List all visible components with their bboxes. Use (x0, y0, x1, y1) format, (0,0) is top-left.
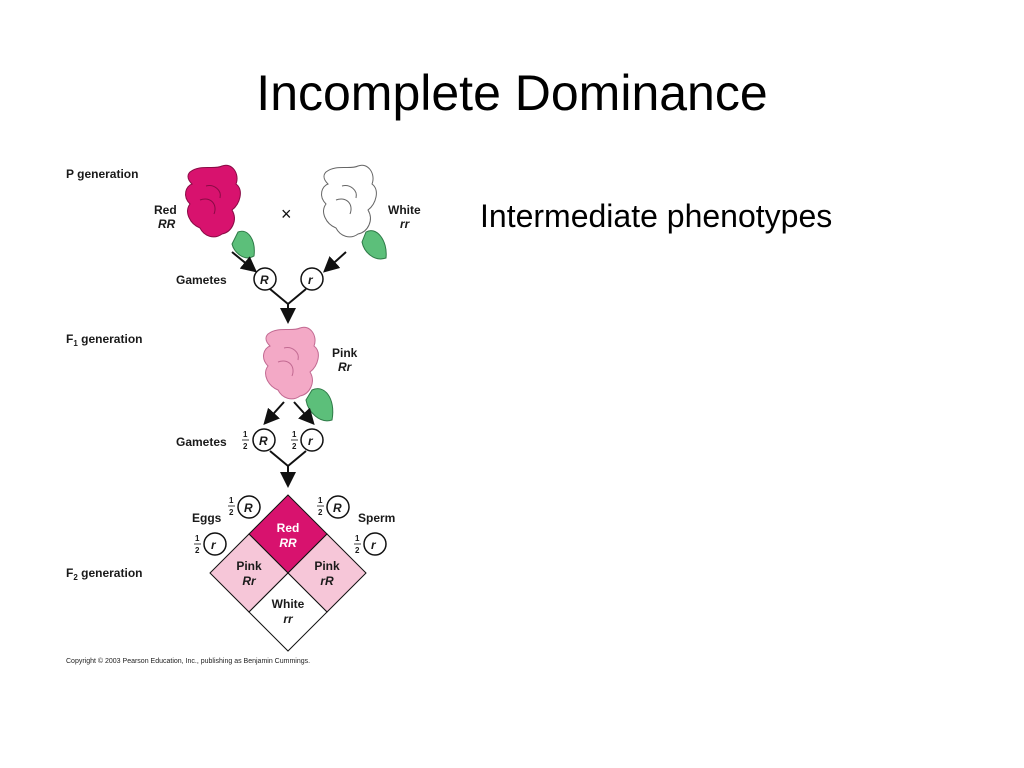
eggs-label: Eggs (192, 511, 222, 525)
half-den-sperm-r: 2 (355, 546, 360, 555)
f1-gamete-r: r (308, 434, 314, 448)
half-den-sperm-R: 2 (318, 508, 323, 517)
half-num-eggs-R: 1 (229, 496, 234, 505)
punnett-right-genotype: rR (320, 574, 334, 588)
egg-r: r (211, 538, 217, 552)
punnett-top-phenotype: Red (277, 521, 300, 535)
punnett-bottom-genotype: rr (283, 612, 294, 626)
f1-gamete-circle-R (252, 428, 276, 452)
half-den-eggs-r: 2 (195, 546, 200, 555)
red-genotype: RR (158, 217, 176, 231)
pink-label: Pink (332, 346, 358, 360)
gametes-label-1: Gametes (176, 273, 227, 287)
copyright-text: Copyright © 2003 Pearson Education, Inc.… (66, 657, 310, 665)
f1-generation-label: F1 generation (66, 332, 142, 348)
pink-flower-icon (263, 326, 334, 422)
sperm-label: Sperm (358, 511, 395, 525)
f1-gamete-circle-r (300, 428, 324, 452)
half-num-eggs-r: 1 (195, 534, 200, 543)
half-num-1: 1 (243, 430, 248, 439)
gamete-r: r (308, 273, 314, 287)
half-num-sperm-r: 1 (355, 534, 360, 543)
half-num-sperm-R: 1 (318, 496, 323, 505)
arrow-red-to-gamete (231, 251, 258, 273)
join-arrow-f2 (269, 450, 307, 484)
punnett-bottom-phenotype: White (272, 597, 305, 611)
gamete-circle-R (253, 267, 277, 291)
red-flower-icon (185, 164, 255, 259)
arrow-f1-to-gamete-r (293, 401, 315, 425)
white-flower-icon (321, 164, 387, 260)
white-label: White (388, 203, 421, 217)
half-den-1: 2 (243, 442, 248, 451)
punnett-cell-white (248, 572, 328, 652)
gametes-label-2: Gametes (176, 435, 227, 449)
sperm-circle-r (363, 532, 387, 556)
half-den-eggs-R: 2 (229, 508, 234, 517)
arrow-f1-to-gamete-R (263, 401, 285, 425)
arrow-white-to-gamete (323, 251, 347, 273)
sperm-R: R (333, 501, 342, 515)
white-genotype: rr (400, 217, 411, 231)
f1-gamete-R: R (259, 434, 268, 448)
sperm-circle-R (326, 495, 350, 519)
gamete-circle-r (300, 267, 324, 291)
cross-symbol: × (281, 204, 292, 224)
punnett-left-genotype: Rr (242, 574, 257, 588)
bullet-text: Intermediate phenotypes (480, 198, 833, 234)
egg-circle-R (237, 495, 261, 519)
punnett-right-phenotype: Pink (314, 559, 340, 573)
half-num-2: 1 (292, 430, 297, 439)
half-den-2: 2 (292, 442, 297, 451)
join-arrow-f1 (269, 288, 307, 320)
red-label: Red (154, 203, 177, 217)
gamete-R: R (260, 273, 269, 287)
p-generation-label: P generation (66, 167, 138, 181)
pink-genotype: Rr (338, 360, 353, 374)
egg-circle-r (203, 532, 227, 556)
slide-title: Incomplete Dominance (256, 65, 768, 121)
f2-generation-label: F2 generation (66, 566, 142, 582)
egg-R: R (244, 501, 253, 515)
punnett-left-phenotype: Pink (236, 559, 262, 573)
sperm-r: r (371, 538, 377, 552)
punnett-top-genotype: RR (279, 536, 297, 550)
